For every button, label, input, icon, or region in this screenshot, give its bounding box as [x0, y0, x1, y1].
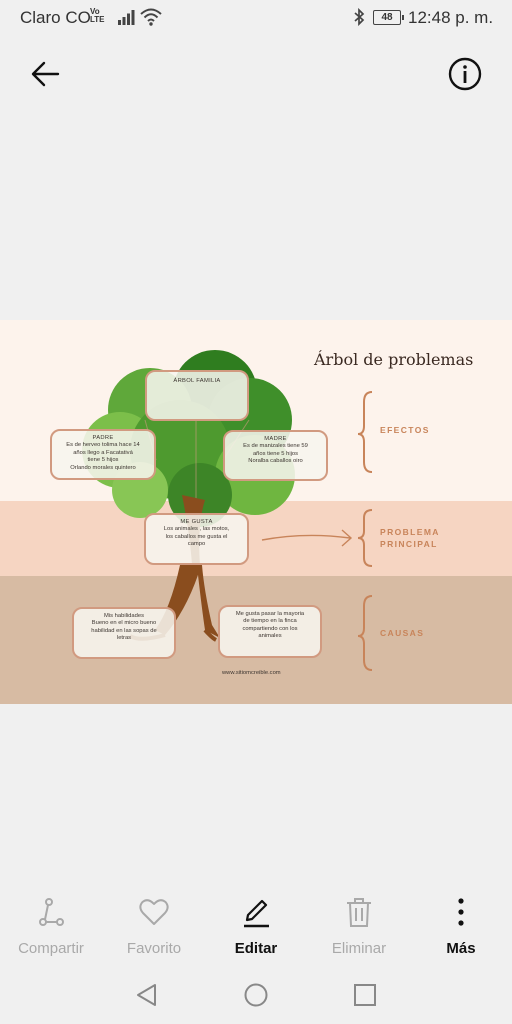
nav-recent-apps-icon[interactable] [352, 982, 378, 1008]
card-campo: Me gusta pasar la mayoria de tiempo en l… [218, 605, 322, 658]
clock: 12:48 p. m. [408, 8, 494, 27]
poster-title: Árbol de problemas [314, 350, 474, 369]
nav-back-icon[interactable] [134, 982, 160, 1008]
label-efectos: EFECTOS [380, 425, 430, 435]
more-button[interactable]: Más [410, 890, 512, 970]
info-circle-icon[interactable] [447, 56, 483, 92]
card-padre: PADRE Es de herveo tolima hace 14 años l… [50, 429, 156, 480]
favorite-button[interactable]: Favorito [103, 890, 205, 970]
system-nav-bar [0, 970, 512, 1024]
share-icon [39, 898, 64, 926]
favorite-label: Favorito [126, 940, 182, 957]
card-habilidades: Mis habilidades Bueno en el micro bueno … [72, 607, 176, 659]
share-label: Compartir [18, 940, 84, 957]
pencil-icon [244, 899, 269, 928]
heart-icon [139, 899, 169, 925]
card-me-gusta: ME GUSTA Los animales , las motos, los c… [144, 513, 249, 565]
more-label: Más [446, 940, 476, 957]
action-bar: Compartir Favorito Editar Eliminar Más [0, 890, 512, 970]
viewer-toolbar [0, 40, 512, 104]
delete-label: Eliminar [331, 940, 387, 957]
label-causas: CAUSAS [380, 628, 425, 638]
delete-button[interactable]: Eliminar [308, 890, 410, 970]
bluetooth-icon [354, 8, 365, 26]
arrow-left-icon[interactable] [28, 56, 64, 92]
wifi-icon [140, 8, 162, 26]
more-vertical-icon [458, 898, 464, 926]
poster-website: www.sitiomcreible.com [222, 670, 281, 676]
edit-label: Editar [234, 940, 278, 957]
share-button[interactable]: Compartir [0, 890, 102, 970]
nav-home-icon[interactable] [243, 982, 269, 1008]
battery-icon: 48 [373, 10, 404, 25]
carrier-name: Claro CO [20, 8, 91, 27]
edit-button[interactable]: Editar [205, 890, 307, 970]
card-arbol-familia: ÁRBOL FAMILIA [145, 370, 249, 421]
card-madre: MADRE Es de manizales tiene 59 años tien… [223, 430, 328, 481]
signal-icon [118, 10, 135, 25]
trash-icon [347, 898, 371, 927]
